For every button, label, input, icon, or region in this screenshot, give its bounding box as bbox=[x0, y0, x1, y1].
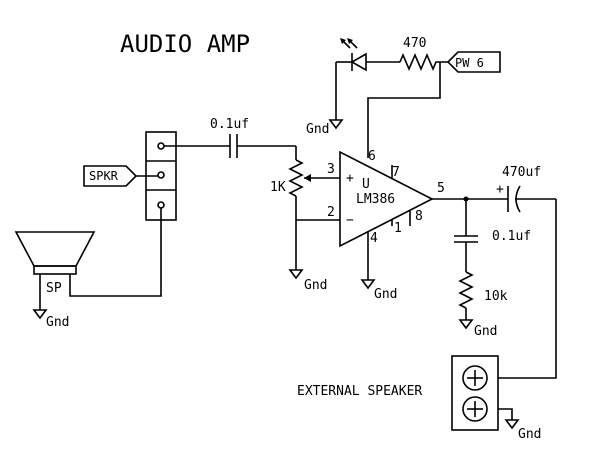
resistor-10k bbox=[458, 271, 474, 309]
pin-6-label: 6 bbox=[368, 149, 376, 164]
gnd-label: Gnd bbox=[474, 324, 497, 339]
sp-label: SP bbox=[46, 281, 62, 296]
potentiometer-1k bbox=[288, 159, 304, 197]
pot-label: 1K bbox=[270, 180, 286, 195]
pin-4-label: 4 bbox=[370, 231, 378, 246]
gnd-label: Gnd bbox=[306, 122, 329, 137]
gnd-label: Gnd bbox=[304, 278, 327, 293]
input-cap-label: 0.1uf bbox=[210, 117, 249, 132]
external-speaker-terminal bbox=[451, 355, 499, 431]
gnd-label: Gnd bbox=[518, 427, 541, 442]
pin-3-label: 3 bbox=[327, 162, 335, 177]
pin-7-label: 7 bbox=[392, 165, 400, 180]
resistor-470 bbox=[399, 52, 448, 72]
chip-u-label: U bbox=[362, 177, 370, 192]
pw6-label: PW 6 bbox=[455, 56, 484, 70]
diagram-title: AUDIO AMP bbox=[120, 30, 250, 58]
gnd-label: Gnd bbox=[46, 315, 69, 330]
speaker-icon bbox=[14, 231, 96, 275]
output-cap-label: 0.1uf bbox=[492, 229, 531, 244]
lm386-chip bbox=[339, 150, 434, 248]
pin-1-label: 1 bbox=[394, 221, 402, 236]
pin-8-label: 8 bbox=[415, 209, 423, 224]
spkr-label: SPKR bbox=[89, 169, 119, 183]
cap-plus-sign: + bbox=[496, 182, 504, 197]
pw6-port bbox=[446, 51, 501, 73]
noninverting-sign: + bbox=[346, 171, 354, 186]
chip-label: LM386 bbox=[356, 192, 395, 207]
spkr-port bbox=[83, 165, 138, 187]
pin-2-label: 2 bbox=[327, 205, 335, 220]
gnd-symbol bbox=[328, 119, 344, 130]
inverting-sign: − bbox=[346, 213, 354, 228]
electrolytic-cap-label: 470uf bbox=[502, 165, 541, 180]
gnd-label: Gnd bbox=[374, 287, 397, 302]
external-speaker-label: EXTERNAL SPEAKER bbox=[297, 384, 422, 399]
pin-5-label: 5 bbox=[437, 181, 445, 196]
led-indicator bbox=[336, 38, 400, 72]
resistor-470-label: 470 bbox=[403, 36, 426, 51]
resistor-10k-label: 10k bbox=[484, 289, 508, 304]
